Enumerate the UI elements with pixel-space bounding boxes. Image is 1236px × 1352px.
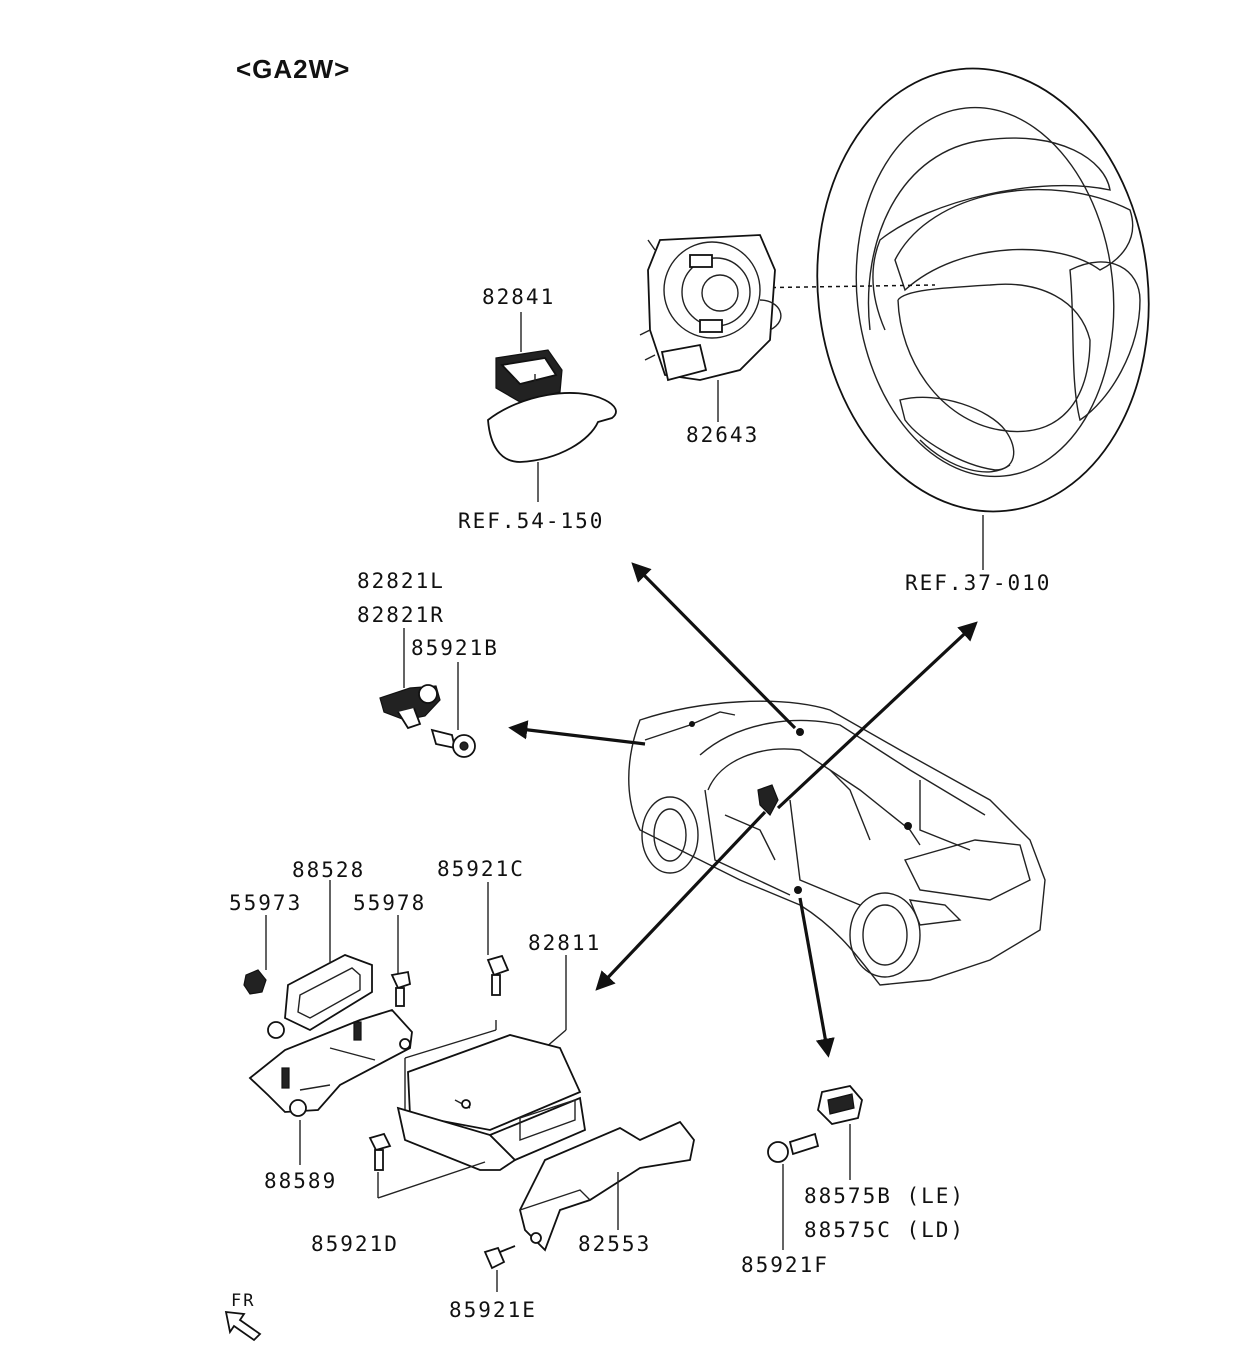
label-55973: 55973 — [229, 891, 302, 915]
label-ref-37-010: REF.37-010 — [905, 571, 1051, 595]
label-85921B: 85921B — [411, 636, 499, 660]
front-impact-sensor-82821 — [379, 628, 476, 758]
steering-wheel-illustration — [816, 67, 1150, 570]
label-82821L: 82821L — [357, 569, 445, 593]
clock-spring-82643 — [639, 234, 782, 422]
label-82811: 82811 — [528, 931, 601, 955]
front-direction-indicator — [224, 1310, 262, 1342]
srs-control-unit-82811 — [368, 882, 586, 1199]
label-fr: FR — [231, 1291, 255, 1311]
label-88575C: 88575C (LD) — [804, 1218, 965, 1242]
label-82553: 82553 — [578, 1232, 651, 1256]
label-85921D: 85921D — [311, 1232, 399, 1256]
label-82841: 82841 — [482, 285, 555, 309]
location-arrows — [508, 562, 978, 1058]
label-88528: 88528 — [292, 858, 365, 882]
label-85921F: 85921F — [741, 1253, 829, 1277]
sensor-bracket-assembly — [243, 880, 413, 1165]
label-85921E: 85921E — [449, 1298, 537, 1322]
label-88575B: 88575B (LE) — [804, 1184, 965, 1208]
horn-pad-82841 — [487, 312, 617, 502]
label-82821R: 82821R — [357, 603, 445, 627]
label-88589: 88589 — [264, 1169, 337, 1193]
label-82643: 82643 — [686, 423, 759, 447]
label-85921C: 85921C — [437, 857, 525, 881]
label-ref-54-150: REF.54-150 — [458, 509, 604, 533]
side-impact-sensor-88575 — [767, 1085, 863, 1250]
label-55978: 55978 — [353, 891, 426, 915]
diagram-title: <GA2W> — [236, 54, 350, 84]
ecu-bracket-82553 — [483, 1120, 695, 1292]
vehicle-body-illustration — [628, 700, 1046, 986]
